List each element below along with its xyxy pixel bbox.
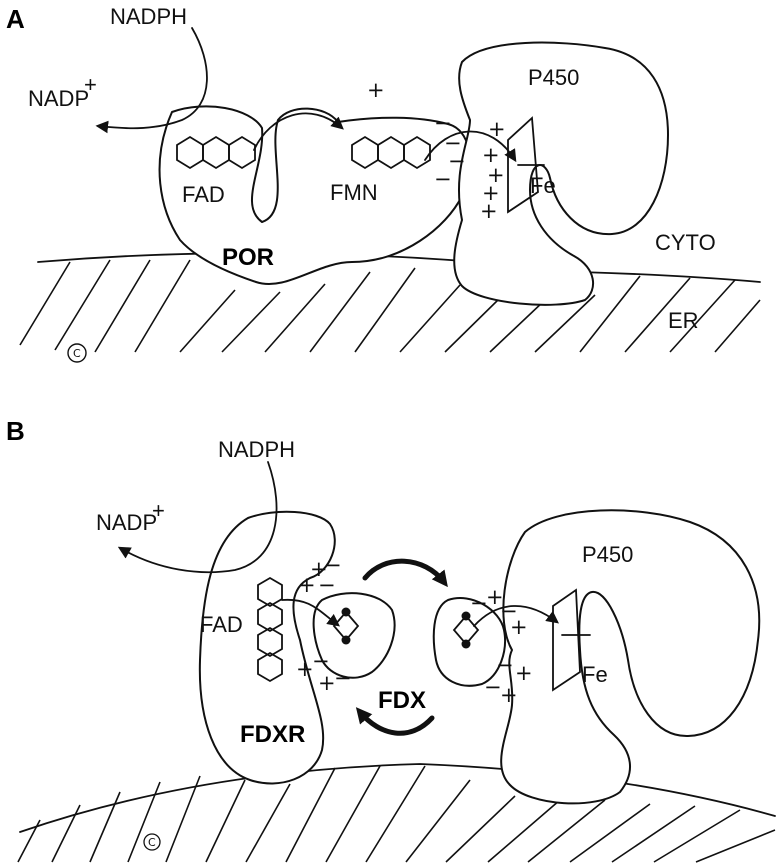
fmn-rings — [351, 135, 431, 170]
cyto-label: CYTO — [655, 230, 716, 255]
svg-text:+: + — [482, 181, 500, 205]
heme-b — [552, 588, 591, 692]
fmn-label-a: FMN — [330, 180, 378, 205]
svg-text:+: + — [482, 143, 500, 167]
svg-text:−: − — [312, 649, 330, 673]
fe-label-a: Fe — [530, 173, 556, 198]
svg-text:−: − — [444, 131, 462, 155]
fad-rings-b — [257, 576, 283, 683]
nadp-label-a: NADP — [28, 86, 89, 111]
fmn-to-heme-arrow — [424, 130, 517, 163]
fad-to-fdx-arrow — [281, 598, 341, 627]
fdx-to-heme-arrow — [473, 605, 560, 627]
panel-a-letter: A — [6, 4, 25, 34]
p450-protein-a — [453, 41, 669, 306]
svg-text:C: C — [73, 347, 81, 360]
fdxr-label: FDXR — [240, 721, 305, 748]
membrane-hatch-b — [17, 765, 776, 863]
svg-text:+: + — [515, 661, 533, 685]
svg-text:+: + — [367, 78, 385, 102]
copyright-mark-b: C — [143, 833, 161, 851]
nadph-label-a: NADPH — [110, 4, 187, 29]
p450-protein-b — [500, 509, 761, 805]
fad-label-a: FAD — [182, 182, 225, 207]
panel-a: A — [6, 4, 761, 363]
svg-text:−: − — [448, 149, 466, 173]
shuttle-arrow-top — [362, 558, 448, 588]
copyright-mark-a: C — [67, 343, 87, 363]
fad-label-b: FAD — [200, 612, 243, 637]
svg-text:+: + — [480, 199, 498, 223]
svg-text:+: + — [510, 615, 528, 639]
nadp-superscript-b: + — [152, 498, 165, 523]
fad-to-fmn-arrow — [253, 112, 344, 151]
por-label: POR — [222, 244, 274, 271]
fe-label-b: Fe — [582, 662, 608, 687]
membrane-surface-b — [19, 763, 776, 833]
svg-text:−: − — [434, 167, 452, 191]
shuttle-arrow-bottom — [355, 707, 435, 736]
nadp-superscript-a: + — [84, 72, 97, 97]
fdx-label: FDX — [378, 687, 426, 714]
svg-text:−: − — [500, 599, 518, 623]
svg-text:C: C — [148, 836, 156, 849]
panel-b: B — [6, 416, 776, 863]
nadph-label-b: NADPH — [218, 437, 295, 462]
svg-text:+: + — [486, 585, 504, 609]
nadph-arrow-a — [95, 27, 208, 134]
p450-label-a: P450 — [528, 65, 579, 90]
fdxr-protein — [198, 510, 336, 785]
heme-a — [507, 116, 545, 214]
svg-text:+: + — [318, 671, 336, 695]
panel-b-letter: B — [6, 416, 25, 446]
svg-text:+: + — [487, 163, 505, 187]
svg-text:+: + — [296, 657, 314, 681]
p450-label-b: P450 — [582, 542, 633, 567]
svg-text:+: + — [488, 117, 506, 141]
fad-rings — [176, 135, 256, 170]
svg-text:+: + — [500, 683, 518, 707]
svg-text:+: + — [298, 573, 316, 597]
charges-a: + − − − − + + + + + — [367, 78, 506, 223]
nadp-label-b: NADP — [96, 510, 157, 535]
svg-text:−: − — [334, 666, 352, 690]
svg-text:−: − — [434, 111, 452, 135]
nadph-arrow-b — [117, 461, 278, 574]
er-label: ER — [668, 308, 699, 333]
charges-b: + + − − + − + − − + − + − + − + — [296, 553, 533, 707]
er-membrane-hatch — [19, 259, 761, 353]
svg-text:−: − — [484, 675, 502, 699]
svg-text:−: − — [496, 653, 514, 677]
svg-text:−: − — [324, 553, 342, 577]
svg-text:+: + — [310, 557, 328, 581]
por-protein — [158, 105, 471, 285]
svg-text:−: − — [318, 573, 336, 597]
svg-text:−: − — [470, 591, 488, 615]
